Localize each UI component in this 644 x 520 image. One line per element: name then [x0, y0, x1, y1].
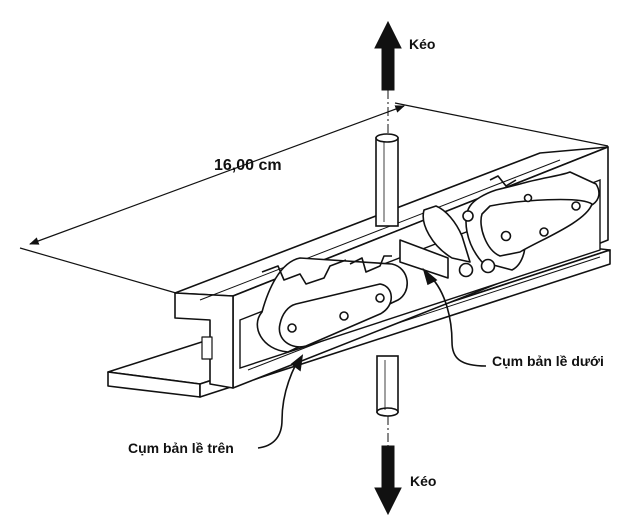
pull-arrow-top	[374, 20, 402, 136]
pull-arrow-bottom	[374, 416, 402, 516]
dimension-label: 16,00 cm	[214, 157, 282, 174]
upper-hinge-label: Cụm bản lề trên	[128, 440, 234, 456]
pull-label-bottom: Kéo	[410, 473, 437, 489]
pull-rod-bottom	[376, 355, 399, 417]
pull-label-top: Kéo	[409, 36, 436, 52]
lower-hinge-label: Cụm bản lề dưới	[492, 353, 604, 369]
leader-lines	[257, 267, 487, 449]
dimension-line	[19, 102, 609, 294]
upper-hinge-assembly	[256, 239, 449, 353]
pull-rod-top	[375, 133, 399, 227]
lower-hinge-assembly	[422, 171, 600, 278]
